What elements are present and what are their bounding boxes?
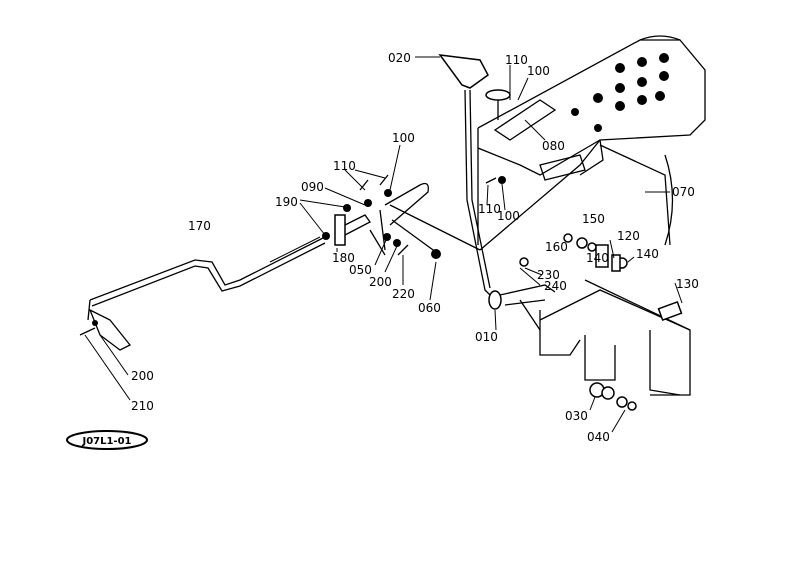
label-040: 040 (587, 430, 610, 444)
rod-170 (79, 236, 326, 351)
label-080: 080 (542, 139, 565, 153)
label-110: 110 (505, 53, 528, 67)
console-housing (477, 35, 706, 251)
label-050: 050 (349, 263, 372, 277)
label-070: 070 (672, 185, 695, 199)
label-220: 220 (392, 287, 415, 301)
label-020: 020 (388, 51, 411, 65)
label-100: 100 (527, 64, 550, 78)
label-140: 140 (586, 251, 609, 265)
label-240: 240 (544, 279, 567, 293)
label-120: 120 (617, 229, 640, 243)
label-160: 160 (545, 240, 568, 254)
label-110: 110 (478, 202, 501, 216)
label-180: 180 (332, 251, 355, 265)
label-200: 200 (131, 369, 154, 383)
leader-lines (84, 56, 683, 433)
part-labels: 020 110 100 080 070 110 100 110 100 090 … (131, 51, 699, 444)
label-110: 110 (333, 159, 356, 173)
label-100: 100 (392, 131, 415, 145)
label-010: 010 (475, 330, 498, 344)
label-090: 090 (301, 180, 324, 194)
label-210: 210 (131, 399, 154, 413)
main-lever (438, 54, 556, 310)
label-150: 150 (582, 212, 605, 226)
label-230: 230 (537, 268, 560, 282)
label-060: 060 (418, 301, 441, 315)
label-100: 100 (497, 209, 520, 223)
label-140: 140 (636, 247, 659, 261)
diagram-stamp: J07L1-01 (66, 430, 148, 450)
label-030: 030 (565, 409, 588, 423)
label-130: 130 (676, 277, 699, 291)
svg-text:J07L1-01: J07L1-01 (81, 436, 131, 447)
bracket-assembly (519, 154, 691, 411)
label-190: 190 (275, 195, 298, 209)
label-170: 170 (188, 219, 211, 233)
label-200: 200 (369, 275, 392, 289)
